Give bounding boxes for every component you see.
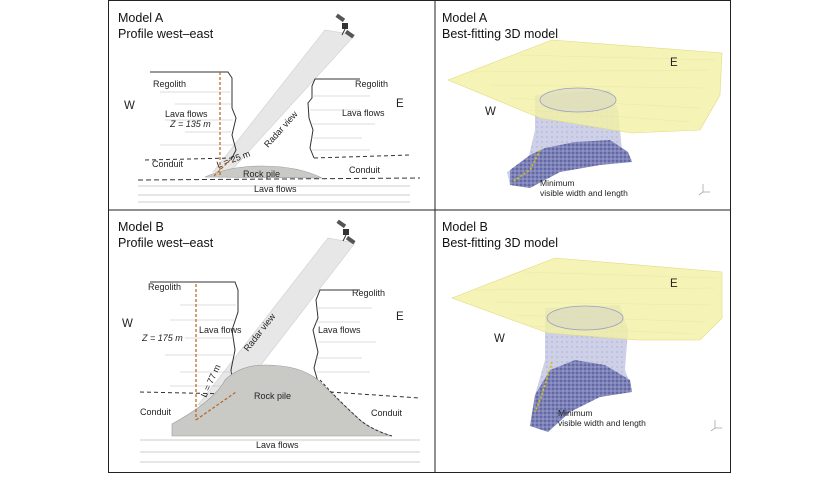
- conduit-right-top: [329, 391, 421, 399]
- panel-b-profile: Model B Profile west–east Radar view: [118, 219, 421, 463]
- panel-b-model-title-1: Model B: [442, 220, 488, 234]
- model-a-opening: [539, 87, 617, 113]
- model-a-conduit-lower: [510, 140, 632, 188]
- model-b-opening: [546, 305, 624, 331]
- model-b-axes-icon: [710, 420, 722, 432]
- regolith-left-label: Regolith: [148, 282, 181, 292]
- bottom-layers: [138, 185, 410, 203]
- conduit-left-label: Conduit: [152, 159, 184, 169]
- model-b-west-label: W: [494, 333, 505, 345]
- model-b-caption-1: Minimum: [558, 408, 592, 418]
- model-a-west-label: W: [485, 106, 496, 118]
- lava-flows-bottom-label: Lava flows: [256, 440, 299, 450]
- model-b-min-width-marker: [534, 361, 553, 413]
- panel-b-profile-title-2: Profile west–east: [118, 236, 214, 250]
- rock-pile-edge: [319, 379, 393, 437]
- left-wall-profile: [150, 281, 239, 393]
- lava-flows-left-label: Lava flows: [199, 325, 242, 335]
- length-line: [195, 391, 237, 421]
- regolith-right-label: Regolith: [352, 288, 385, 298]
- regolith-right-label: Regolith: [355, 79, 388, 89]
- right-wall-profile: [312, 289, 360, 383]
- panel-b-profile-title-1: Model B: [118, 220, 164, 234]
- conduit-right-label: Conduit: [371, 408, 403, 418]
- conduit-left-top: [144, 157, 233, 161]
- model-a-surface-mesh: [469, 54, 716, 123]
- model-a-caption-2: visible width and length: [540, 188, 628, 198]
- conduit-left-label: Conduit: [140, 407, 172, 417]
- conduit-right-label: Conduit: [349, 165, 381, 175]
- conduit-left-top: [139, 391, 233, 395]
- panel-a-model-title-1: Model A: [442, 11, 488, 25]
- panel-b-model: Model B Best-fitting 3D model E W Minimu…: [442, 220, 723, 432]
- lava-flows-bottom-label: Lava flows: [254, 184, 297, 194]
- lava-flows-right-label: Lava flows: [342, 108, 385, 118]
- rock-pile: [204, 165, 323, 179]
- rock-pile-label: Rock pile: [243, 169, 280, 179]
- bottom-layers: [140, 439, 420, 463]
- panel-b-model-title-2: Best-fitting 3D model: [442, 236, 558, 250]
- panel-a-profile: Model A Profile west–east Radar view: [118, 11, 421, 203]
- model-b-east-label: E: [670, 278, 678, 290]
- lava-flows-left-label: Lava flows: [165, 109, 208, 119]
- east-label: E: [396, 98, 404, 110]
- panel-a-profile-title-1: Model A: [118, 11, 164, 25]
- west-label: W: [124, 100, 135, 112]
- lava-flows-right-label: Lava flows: [318, 325, 361, 335]
- rock-pile-label: Rock pile: [254, 391, 291, 401]
- west-label: W: [122, 318, 133, 330]
- panel-a-profile-title-2: Profile west–east: [118, 27, 214, 41]
- left-wall-layers: [160, 91, 234, 146]
- model-a-caption-1: Minimum: [540, 178, 574, 188]
- model-b-caption-2: visible width and length: [558, 418, 646, 428]
- left-wall-profile: [150, 71, 237, 161]
- model-a-axes-icon: [698, 184, 710, 196]
- right-wall-layers: [315, 307, 376, 373]
- right-wall-layers: [310, 95, 375, 151]
- conduit-floor: [137, 177, 421, 181]
- radar-beam: [212, 29, 356, 173]
- length-line: [213, 157, 233, 177]
- model-a-min-width-marker: [511, 149, 541, 183]
- panel-a-model-title-2: Best-fitting 3D model: [442, 27, 558, 41]
- depth-label: Z = 135 m: [169, 119, 211, 129]
- east-label: E: [396, 311, 404, 323]
- panel-a-model: Model A Best-fitting 3D model E W Minimu…: [442, 11, 723, 198]
- model-a-east-label: E: [670, 57, 678, 69]
- model-b-surface: [451, 257, 723, 341]
- conduit-right-top: [313, 154, 411, 159]
- depth-label: Z = 175 m: [141, 333, 183, 343]
- regolith-left-label: Regolith: [153, 79, 186, 89]
- right-wall-profile: [307, 78, 360, 159]
- model-b-conduit-lower: [530, 360, 632, 432]
